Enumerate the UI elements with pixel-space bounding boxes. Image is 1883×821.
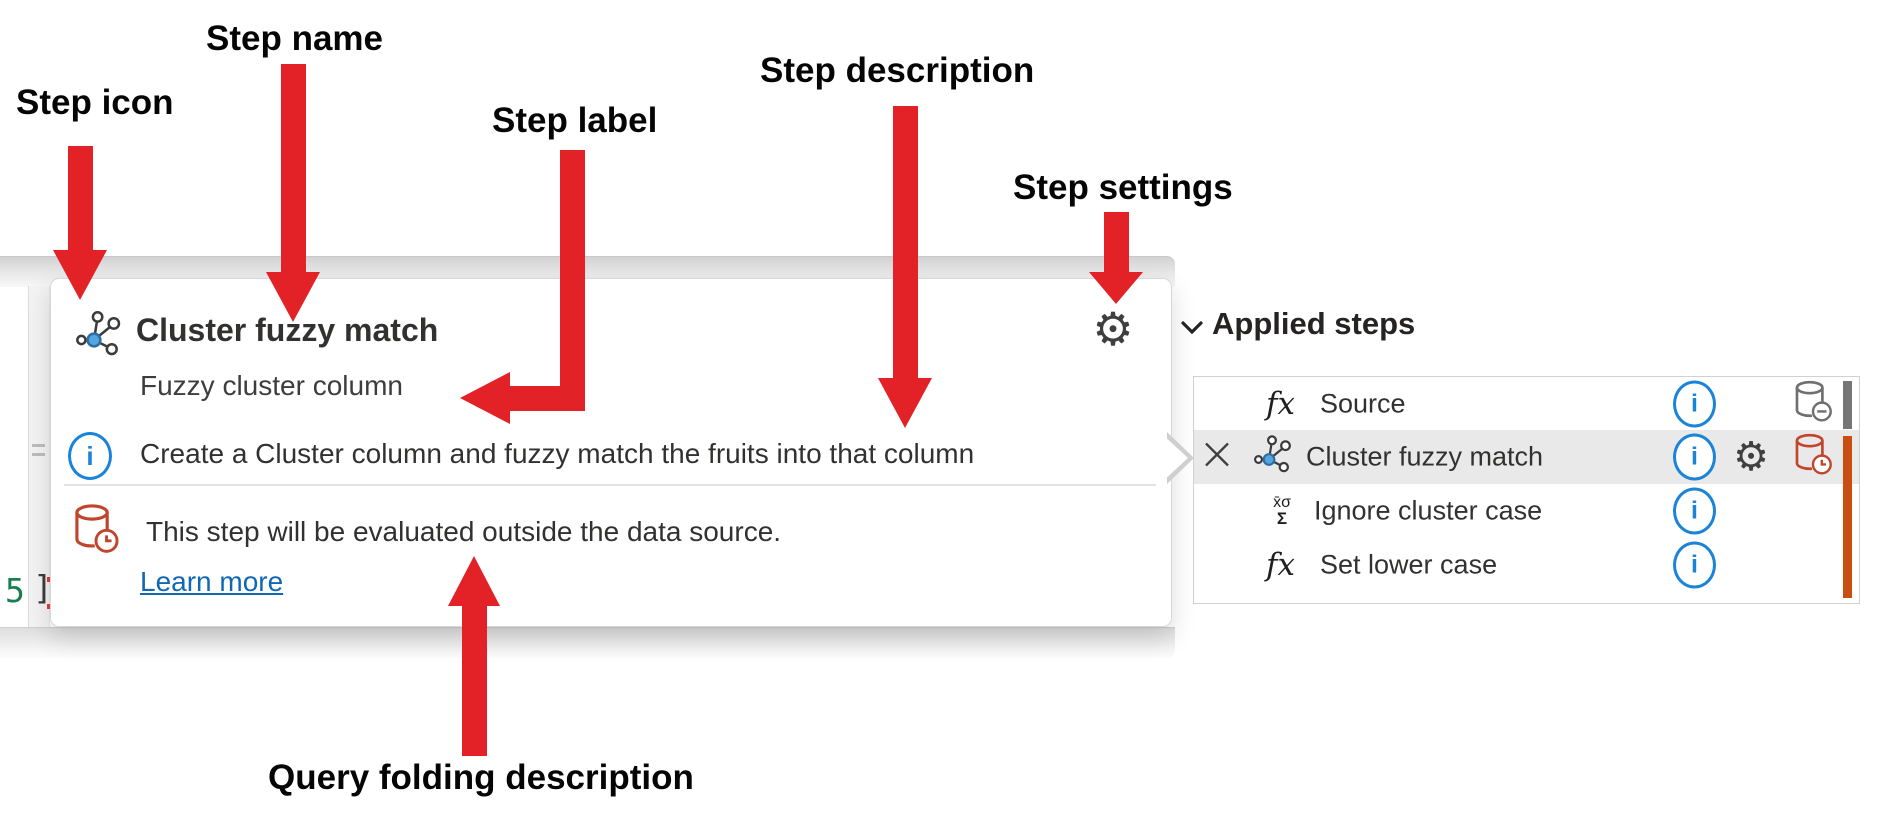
chevron-down-icon[interactable] xyxy=(1180,320,1204,340)
applied-steps-header: Applied steps xyxy=(1212,306,1416,341)
tooltip-pointer xyxy=(1163,435,1188,481)
database-clock-icon xyxy=(72,504,120,559)
fx-icon: fx xyxy=(1266,547,1295,583)
annotation-step-description: Step description xyxy=(760,51,1035,90)
step-row-set-lower-case[interactable]: fx Set lower case i xyxy=(1194,538,1859,592)
editor-scrollbar[interactable] xyxy=(28,286,50,627)
arrow-step-settings-head xyxy=(1089,272,1143,304)
step-row-source[interactable]: fx Source i xyxy=(1194,377,1859,430)
info-icon[interactable]: i xyxy=(1673,380,1716,427)
info-icon: i xyxy=(68,432,112,480)
applied-steps-panel: fx Source i xyxy=(1193,376,1860,604)
info-icon[interactable]: i xyxy=(1673,487,1716,535)
syntax-dot xyxy=(47,604,52,609)
step-settings-gear-icon[interactable]: ⚙ xyxy=(1092,303,1134,355)
annotation-query-folding: Query folding description xyxy=(268,758,694,797)
syntax-dot xyxy=(47,577,52,582)
step-row-label: Source xyxy=(1320,388,1406,418)
step-row-cluster-fuzzy-match[interactable]: Cluster fuzzy match i ⚙ xyxy=(1194,430,1859,484)
annotation-step-name: Step name xyxy=(206,19,383,58)
annotation-step-settings: Step settings xyxy=(1013,168,1233,207)
scrollbar-grip xyxy=(32,444,45,447)
step-row-ignore-cluster-case[interactable]: x̄σ Σ Ignore cluster case i xyxy=(1194,484,1859,538)
arrow-step-icon-head xyxy=(53,250,107,300)
step-row-label: Set lower case xyxy=(1320,549,1498,580)
arrow-query-folding-head xyxy=(448,556,500,606)
step-settings-gear-icon[interactable]: ⚙ xyxy=(1733,435,1769,479)
arrow-step-name-head xyxy=(266,272,320,322)
database-clock-icon xyxy=(1792,433,1834,481)
step-tooltip-card xyxy=(50,278,1172,627)
query-folding-message: This step will be evaluated outside the … xyxy=(146,516,782,547)
statistics-icon: x̄σ Σ xyxy=(1273,494,1291,528)
folding-indicator-gray-bar xyxy=(1843,381,1852,429)
fx-icon: fx xyxy=(1266,385,1295,422)
background-window-bottom-edge xyxy=(0,627,1175,658)
arrow-step-label-head xyxy=(460,372,510,424)
delete-step-icon[interactable] xyxy=(1202,440,1232,475)
arrow-step-label-arm xyxy=(510,386,585,411)
arrow-step-label xyxy=(560,150,585,411)
info-icon[interactable]: i xyxy=(1673,433,1716,481)
divider xyxy=(64,484,1156,486)
step-row-label: Cluster fuzzy match xyxy=(1306,441,1544,472)
learn-more-link[interactable]: Learn more xyxy=(140,566,284,597)
cluster-icon xyxy=(1253,435,1294,480)
arrow-step-settings xyxy=(1104,212,1129,274)
arrow-query-folding xyxy=(462,604,487,756)
step-description-text: Create a Cluster column and fuzzy match … xyxy=(140,438,975,469)
arrow-step-icon xyxy=(68,146,93,252)
info-icon[interactable]: i xyxy=(1673,541,1716,589)
editor-code-fragment-number: 5 xyxy=(5,571,25,610)
arrow-step-description-head xyxy=(878,378,932,428)
step-row-label: Ignore cluster case xyxy=(1314,495,1543,526)
annotation-step-icon: Step icon xyxy=(16,83,174,122)
step-label-text: Fuzzy cluster column xyxy=(140,370,403,401)
folding-indicator-orange-bar xyxy=(1843,436,1852,598)
scrollbar-grip xyxy=(32,453,45,456)
annotation-step-label: Step label xyxy=(492,101,658,140)
arrow-step-description xyxy=(893,106,918,378)
cluster-icon xyxy=(76,310,124,363)
database-remove-icon xyxy=(1792,380,1834,427)
arrow-step-name xyxy=(281,64,306,274)
